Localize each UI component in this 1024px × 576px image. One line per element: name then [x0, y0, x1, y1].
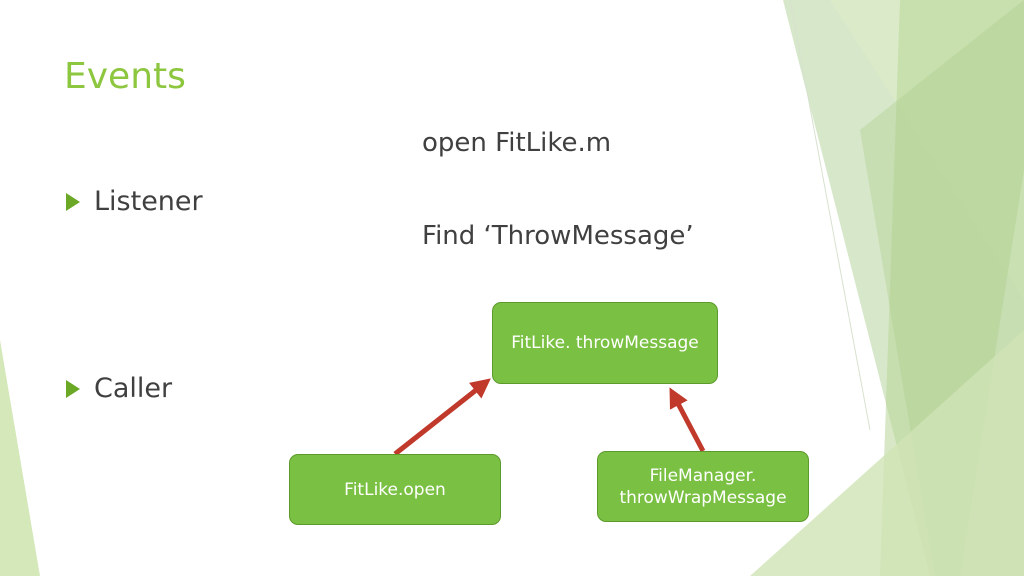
bullet-label: Caller [94, 373, 173, 404]
node-label: FitLike. throwMessage [511, 333, 699, 353]
node-filemanager-throwwrapmessage: FileManager. throwWrapMessage [597, 451, 809, 522]
note-find-text: Find ‘ThrowMessage’ [422, 221, 694, 251]
slide-title: Events [64, 56, 186, 97]
node-label-line-2: throwWrapMessage [619, 487, 787, 508]
bullet-arrow-icon [66, 379, 80, 398]
node-label-line-1: FileManager. [649, 465, 757, 486]
bullet-caller: Caller [66, 373, 172, 404]
node-fitlike-throwmessage: FitLike. throwMessage [492, 302, 718, 384]
node-label: FitLike.open [344, 479, 446, 500]
node-fitlike-open: FitLike.open [289, 454, 501, 525]
bullet-label: Listener [94, 186, 203, 217]
bullet-listener: Listener [66, 186, 203, 217]
bullet-arrow-icon [66, 192, 80, 211]
note-open-file: open FitLike.m [422, 128, 612, 158]
